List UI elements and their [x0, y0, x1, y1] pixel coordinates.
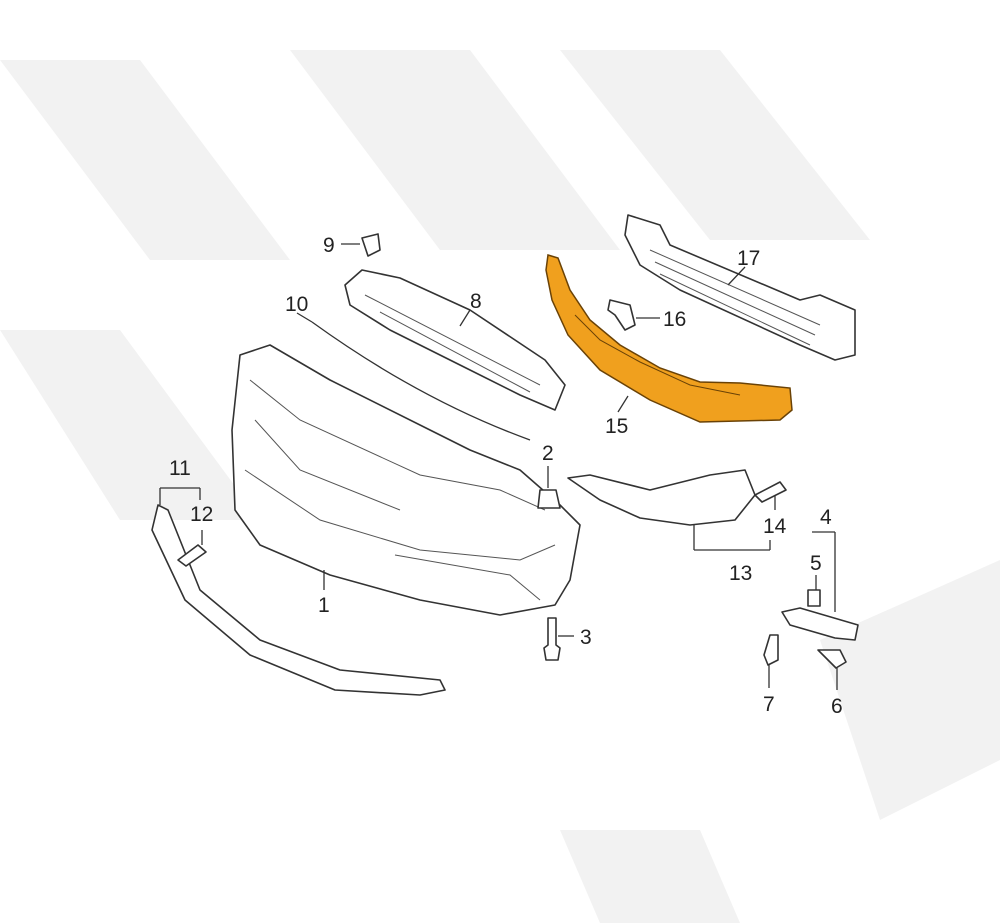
part-15-energy-absorber [545, 254, 793, 423]
callout-1: 1 [318, 594, 330, 617]
part-12-screw [177, 544, 207, 567]
callout-14: 14 [763, 515, 787, 538]
callout-9: 9 [323, 234, 335, 257]
callout-16: 16 [663, 308, 686, 331]
callout-2: 2 [542, 442, 554, 465]
callout-3: 3 [580, 626, 592, 649]
part-10-molding-strip [311, 321, 531, 441]
callout-labels: 1 2 3 4 5 6 7 8 9 10 11 12 13 14 15 16 1… [169, 234, 843, 718]
part-1-bumper-cover [231, 344, 581, 616]
part-11-lower-spoiler [151, 504, 446, 696]
part-14-screw [754, 481, 787, 503]
part-7-screw [763, 634, 779, 666]
part-5-clip [807, 589, 821, 607]
callout-10: 10 [285, 293, 308, 316]
watermark [0, 50, 1000, 923]
part-3-bolt [543, 617, 561, 661]
callout-13: 13 [729, 562, 752, 585]
part-13-fog-lamp-bracket [567, 469, 756, 526]
callout-6: 6 [831, 695, 843, 718]
callout-15: 15 [605, 415, 628, 438]
part-9-clip [361, 233, 381, 257]
callout-8: 8 [470, 290, 482, 313]
part-6-screw [817, 649, 847, 669]
leader-lines [159, 243, 838, 690]
callout-11: 11 [169, 457, 191, 480]
part-2-fastener [537, 489, 561, 509]
callout-12: 12 [190, 503, 213, 526]
part-4-bracket [781, 607, 859, 641]
part-16-bracket [607, 299, 636, 331]
part-8-upper-bracket [344, 269, 566, 411]
callout-17: 17 [737, 247, 760, 270]
part-17-bumper-reinforcement [624, 214, 856, 361]
callout-7: 7 [763, 693, 775, 716]
callout-4: 4 [820, 506, 832, 529]
callout-5: 5 [810, 552, 822, 575]
